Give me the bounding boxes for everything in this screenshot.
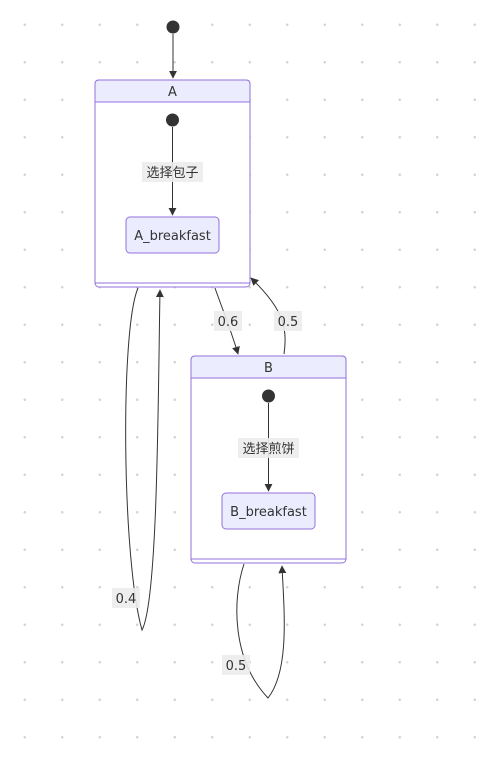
state-a-start-node [166,113,179,127]
state-a-inner-label-bg [142,162,203,182]
edge-b-self-loop [236,563,287,699]
state-b-header [190,355,347,379]
state-a-container[interactable]: A 选择包子 A_breakfast [94,79,251,288]
edge-a-to-b-label: 0.6 [218,315,239,330]
edge-b-self-loop-label: 0.5 [226,659,247,674]
state-b-container[interactable]: B 选择煎饼 B_breakfast [190,355,347,564]
edge-a-self-loop-label-bg [112,588,140,608]
edge-a-self-loop-label: 0.4 [116,592,137,607]
state-b-title: B [264,361,273,376]
edge-b-self-loop-label-bg [222,655,250,675]
state-a-title: A [168,85,177,100]
state-a-breakfast-box[interactable] [125,216,220,254]
edge-b-to-a-label-bg [274,311,302,331]
edge-a-to-b-label-bg [214,311,242,331]
state-b-breakfast-box[interactable] [221,492,316,530]
state-b-start-node [262,389,275,403]
state-b-inner-label-bg [238,438,299,458]
state-a-inner-transition-label: 选择包子 [146,166,198,181]
state-b-inner-transition-label: 选择煎饼 [242,441,294,457]
state-a-breakfast-label: A_breakfast [134,229,211,244]
state-b-breakfast-label: B_breakfast [230,505,307,520]
edge-a-self-loop [125,287,164,632]
start-node [166,20,180,34]
state-a-header [94,79,251,103]
edge-b-to-a-label: 0.5 [278,315,299,330]
